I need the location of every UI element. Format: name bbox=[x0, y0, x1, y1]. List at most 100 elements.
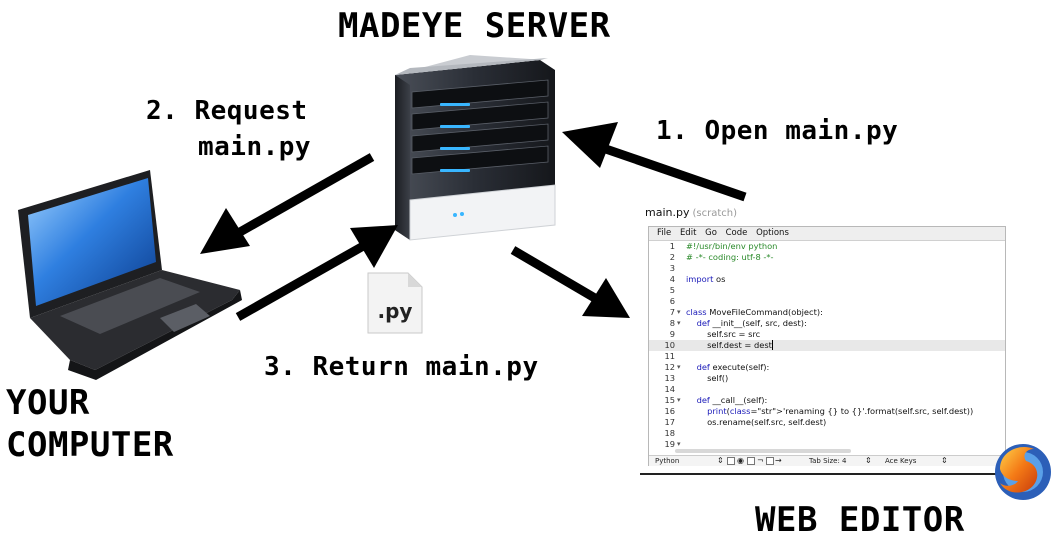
line-number: 2 bbox=[669, 252, 675, 262]
line-number: 5 bbox=[669, 285, 675, 295]
code-text: self() bbox=[686, 373, 729, 383]
arrow-right-icon: → bbox=[775, 456, 782, 465]
arrow-open bbox=[562, 122, 747, 202]
request-label-line1: 2. Request bbox=[146, 96, 308, 126]
line-number: 11 bbox=[664, 351, 675, 361]
keybinding-select[interactable]: Ace Keys bbox=[885, 457, 917, 465]
line-number: 16 bbox=[664, 406, 675, 416]
code-line[interactable]: 18 bbox=[649, 428, 1005, 439]
line-number: 15 bbox=[664, 395, 675, 405]
code-text: os.rename(self.src, self.dest) bbox=[686, 417, 827, 427]
editor-title: main.py(scratch) bbox=[645, 205, 1005, 221]
menu-code[interactable]: Code bbox=[725, 228, 748, 238]
code-area[interactable]: 1 #!/usr/bin/env python 2 # -*- coding: utf… bbox=[649, 241, 1005, 449]
language-select[interactable]: Python bbox=[655, 457, 680, 465]
editor-frame: File Edit Go Code Options 1 #!/usr/bin/en… bbox=[648, 226, 1006, 466]
computer-label: YOUR COMPUTER bbox=[6, 382, 174, 466]
code-line[interactable]: 5 bbox=[649, 285, 1005, 296]
line-number: 1 bbox=[669, 241, 675, 251]
code-text: import os bbox=[686, 274, 726, 284]
not-icon: ¬ bbox=[757, 456, 764, 465]
menu-edit[interactable]: Edit bbox=[679, 228, 697, 238]
code-line[interactable]: 16 print(class="str">'renaming {} to {}'… bbox=[649, 406, 1005, 417]
code-line[interactable]: 17 os.rename(self.src, self.dest) bbox=[649, 417, 1005, 428]
line-number: 8 bbox=[669, 318, 675, 328]
menu-options[interactable]: Options bbox=[756, 228, 789, 238]
code-text: def execute(self): bbox=[696, 362, 770, 372]
code-text: self.src = src bbox=[686, 329, 761, 339]
computer-label-line1: YOUR bbox=[6, 383, 90, 423]
code-text: class MoveFileCommand(object): bbox=[686, 307, 823, 317]
code-line[interactable]: 15▾ def __call__(self): bbox=[649, 395, 1005, 406]
tab-size-select[interactable]: Tab Size: 4 bbox=[809, 457, 847, 465]
code-line[interactable]: 12▾ def execute(self): bbox=[649, 362, 1005, 373]
server-title: MADEYE SERVER bbox=[338, 6, 611, 46]
computer-label-line2: COMPUTER bbox=[6, 425, 174, 465]
code-line[interactable]: 7▾ class MoveFileCommand(object): bbox=[649, 307, 1005, 318]
menu-file[interactable]: File bbox=[657, 228, 672, 238]
laptop-icon bbox=[18, 170, 242, 380]
code-line[interactable]: 10 self.dest = dest bbox=[649, 340, 1005, 351]
tab-size-arrows-icon: ⇕ bbox=[865, 456, 872, 465]
arrows bbox=[200, 122, 747, 321]
code-line[interactable]: 14 bbox=[649, 384, 1005, 395]
code-text: def __call__(self): bbox=[696, 395, 768, 405]
line-number: 10 bbox=[664, 340, 675, 350]
fold-toggle-icon[interactable]: ▾ bbox=[677, 319, 681, 327]
eye-icon: ◉ bbox=[737, 456, 744, 465]
code-text: self.dest = dest bbox=[686, 340, 773, 350]
code-line[interactable]: 13 self() bbox=[649, 373, 1005, 384]
code-text: print(class="str">'renaming {} to {}'.fo… bbox=[707, 406, 974, 416]
line-number: 4 bbox=[669, 274, 675, 284]
menu-go[interactable]: Go bbox=[705, 228, 717, 238]
line-number: 9 bbox=[669, 329, 675, 339]
language-select-arrows-icon: ⇕ bbox=[717, 456, 724, 465]
request-label-line2: main.py bbox=[198, 132, 312, 162]
editor-underline bbox=[640, 473, 1050, 475]
line-number: 18 bbox=[664, 428, 675, 438]
fold-toggle-icon[interactable]: ▾ bbox=[677, 440, 681, 448]
checkbox-2[interactable] bbox=[747, 457, 755, 465]
fold-toggle-icon[interactable]: ▾ bbox=[677, 308, 681, 316]
fold-toggle-icon[interactable]: ▾ bbox=[677, 363, 681, 371]
code-line[interactable]: 4 import os bbox=[649, 274, 1005, 285]
web-editor-label: WEB EDITOR bbox=[755, 500, 965, 540]
code-line[interactable]: 11 bbox=[649, 351, 1005, 362]
arrow-send-editor bbox=[510, 246, 630, 318]
code-text: def __init__(self, src, dest): bbox=[696, 318, 807, 328]
line-number: 19 bbox=[664, 439, 675, 449]
code-line[interactable]: 2 # -*- coding: utf-8 -*- bbox=[649, 252, 1005, 263]
checkbox-3[interactable] bbox=[766, 457, 774, 465]
arrow-return bbox=[235, 225, 398, 321]
editor-filename: main.py bbox=[645, 206, 690, 219]
code-line[interactable]: 8▾ def __init__(self, src, dest): bbox=[649, 318, 1005, 329]
open-label: 1. Open main.py bbox=[656, 116, 899, 146]
file-extension-label: .py bbox=[378, 299, 413, 323]
line-number: 12 bbox=[664, 362, 675, 372]
line-number: 13 bbox=[664, 373, 675, 383]
code-text: #!/usr/bin/env python bbox=[686, 241, 778, 251]
code-line[interactable]: 3 bbox=[649, 263, 1005, 274]
line-number: 3 bbox=[669, 263, 675, 273]
fold-toggle-icon[interactable]: ▾ bbox=[677, 396, 681, 404]
editor-menubar: File Edit Go Code Options bbox=[649, 227, 1005, 241]
code-line[interactable]: 1 #!/usr/bin/env python bbox=[649, 241, 1005, 252]
code-line[interactable]: 9 self.src = src bbox=[649, 329, 1005, 340]
editor-mode: (scratch) bbox=[692, 208, 737, 219]
line-number: 6 bbox=[669, 296, 675, 306]
code-line[interactable]: 19▾ bbox=[649, 439, 1005, 449]
line-number: 7 bbox=[669, 307, 675, 317]
horizontal-scrollbar[interactable] bbox=[675, 449, 851, 453]
line-number: 14 bbox=[664, 384, 675, 394]
checkbox-1[interactable] bbox=[727, 457, 735, 465]
code-text: # -*- coding: utf-8 -*- bbox=[686, 252, 774, 262]
arrow-request bbox=[200, 153, 375, 254]
return-label: 3. Return main.py bbox=[264, 352, 539, 382]
request-label: 2. Request main.py bbox=[146, 93, 311, 165]
line-number: 17 bbox=[664, 417, 675, 427]
editor-statusbar: Python ⇕ ◉ ¬ → Tab Size: 4 ⇕ Ace Keys ⇕ bbox=[649, 455, 1005, 466]
python-file-icon: .py bbox=[367, 272, 423, 334]
web-editor: main.py(scratch) File Edit Go Code Optio… bbox=[645, 205, 1006, 475]
code-line[interactable]: 6 bbox=[649, 296, 1005, 307]
